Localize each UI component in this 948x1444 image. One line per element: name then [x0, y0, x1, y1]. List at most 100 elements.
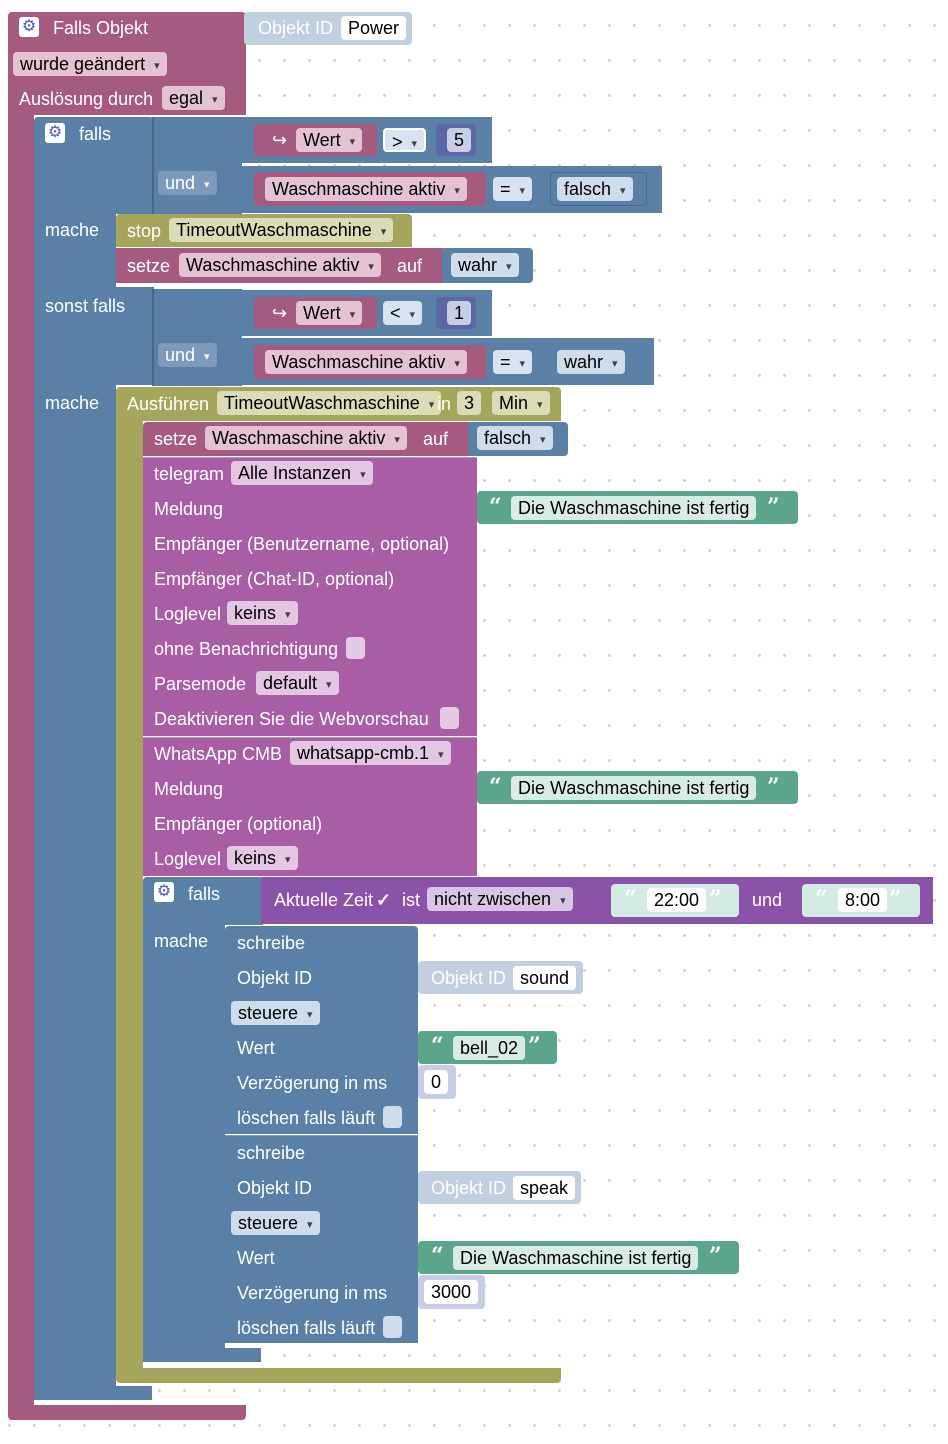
and-block-2[interactable]: [152, 289, 242, 386]
write-clear-checkbox-2[interactable]: [383, 1316, 402, 1338]
stop-timeout-dropdown[interactable]: TimeoutWaschmaschine: [169, 218, 394, 242]
operator-dropdown-1[interactable]: >: [383, 128, 427, 152]
trigger-title: Falls Objekt: [53, 18, 149, 38]
object-id-value-1[interactable]: sound: [513, 966, 577, 990]
arrow-icon: ↪: [272, 130, 288, 150]
gear-icon[interactable]: ⚙: [19, 17, 39, 37]
time-if-footer: [143, 1348, 261, 1362]
telegram-chat-label: Empfänger (Chat-ID, optional): [154, 569, 395, 589]
telegram-label: telegram: [154, 464, 225, 484]
write-mode-dropdown-2[interactable]: steuere: [231, 1211, 320, 1235]
in-label: in: [437, 394, 452, 414]
quote-close-icon: ”: [767, 774, 780, 800]
time-if-label: falls: [188, 884, 221, 904]
if-block-footer: [34, 1386, 152, 1400]
telegram-loglevel-dropdown[interactable]: keins: [227, 601, 298, 625]
telegram-instance-dropdown[interactable]: Alle Instanzen: [231, 461, 373, 485]
whatsapp-loglevel-dropdown[interactable]: keins: [227, 846, 298, 870]
bool-dropdown-4[interactable]: falsch: [477, 426, 553, 450]
whatsapp-loglevel-label: Loglevel: [154, 849, 222, 869]
to-label-1: auf: [397, 256, 423, 276]
telegram-preview-label: Deaktivieren Sie die Webvorschau: [154, 709, 429, 729]
equals-dropdown-2[interactable]: =: [493, 350, 533, 374]
telegram-silent-checkbox[interactable]: [346, 637, 365, 659]
trigger-block-spine: [8, 112, 34, 1407]
telegram-loglevel-label: Loglevel: [154, 604, 222, 624]
current-time-check[interactable]: ✓: [376, 890, 392, 910]
timeout-name-dropdown[interactable]: TimeoutWaschmaschine: [217, 391, 442, 415]
delay-value-1[interactable]: 0: [424, 1070, 449, 1094]
set-variable-dropdown-2[interactable]: Waschmaschine aktiv: [205, 426, 407, 450]
current-time-label: Aktuelle Zeit: [274, 890, 374, 910]
quote-open-icon: “: [431, 1243, 444, 1269]
quote-open-icon: “: [489, 774, 502, 800]
equals-dropdown-1[interactable]: =: [493, 177, 533, 201]
bool-dropdown-2[interactable]: wahr: [451, 253, 519, 277]
quote-close-icon: ”: [709, 1243, 722, 1269]
and-block-1[interactable]: [152, 117, 242, 214]
quote-close-icon: ”: [528, 1033, 541, 1059]
object-id-prefix-1: Objekt ID: [431, 968, 507, 988]
whatsapp-recipient-label: Empfänger (optional): [154, 814, 323, 834]
if-label: falls: [79, 124, 112, 144]
gear-icon[interactable]: ⚙: [45, 123, 65, 143]
time-operator-dropdown[interactable]: nicht zwischen: [427, 887, 573, 911]
variable-dropdown-2[interactable]: Waschmaschine aktiv: [265, 350, 467, 374]
write-delay-label-2: Verzögerung in ms: [237, 1283, 388, 1303]
timeout-value[interactable]: 3: [457, 391, 482, 415]
number-value-1[interactable]: 5: [447, 128, 472, 152]
time-do-label: mache: [154, 931, 209, 951]
write-clear-label-1: löschen falls läuft: [237, 1108, 376, 1128]
value-dropdown-1[interactable]: Wert: [296, 128, 363, 152]
condition-dropdown[interactable]: wurde geändert: [13, 52, 167, 76]
telegram-parsemode-dropdown[interactable]: default: [256, 671, 339, 695]
gear-icon[interactable]: ⚙: [154, 882, 174, 902]
write-value-label-1: Wert: [237, 1038, 275, 1058]
arrow-icon: ↪: [272, 303, 288, 323]
telegram-user-label: Empfänger (Benutzername, optional): [154, 534, 450, 554]
write-mode-dropdown-1[interactable]: steuere: [231, 1001, 320, 1025]
to-label-2: auf: [423, 429, 449, 449]
value-dropdown-2[interactable]: Wert: [296, 301, 363, 325]
stop-label: stop: [127, 221, 162, 241]
set-variable-dropdown-1[interactable]: Waschmaschine aktiv: [179, 253, 381, 277]
write-object-label-2: Objekt ID: [237, 1178, 313, 1198]
write-value-label-2: Wert: [237, 1248, 275, 1268]
number-value-2[interactable]: 1: [447, 301, 472, 325]
time-to-value[interactable]: 8:00: [838, 888, 888, 912]
write-block-1[interactable]: [225, 926, 418, 1134]
trigger-block-footer: [8, 1405, 246, 1420]
and-dropdown-2[interactable]: und: [158, 343, 217, 367]
quote-close-icon: ”: [767, 494, 780, 520]
do-label-2: mache: [45, 393, 100, 413]
bool-dropdown-1[interactable]: falsch: [557, 177, 633, 201]
and-dropdown-1[interactable]: und: [158, 171, 217, 195]
if-block-spine: [34, 210, 116, 1400]
write-clear-checkbox-1[interactable]: [383, 1106, 402, 1128]
telegram-silent-label: ohne Benachrichtigung: [154, 639, 339, 659]
telegram-preview-checkbox[interactable]: [440, 707, 459, 729]
set-label-2: setze: [154, 429, 198, 449]
trigger-by-dropdown[interactable]: egal: [162, 86, 225, 110]
variable-dropdown-1[interactable]: Waschmaschine aktiv: [265, 177, 467, 201]
text-value-4[interactable]: Die Waschmaschine ist fertig: [453, 1246, 699, 1270]
text-value-3[interactable]: bell_02: [453, 1036, 526, 1060]
telegram-parsemode-label: Parsemode: [154, 674, 247, 694]
timeout-unit-dropdown[interactable]: Min: [492, 391, 550, 415]
object-id-value-2[interactable]: speak: [513, 1176, 576, 1200]
telegram-message-label: Meldung: [154, 499, 224, 519]
operator-dropdown-2[interactable]: <: [383, 301, 423, 325]
timeout-block-footer: [116, 1368, 561, 1383]
timeout-block-spine: [116, 420, 143, 1372]
quote-open-icon: “: [815, 886, 828, 912]
delay-value-2[interactable]: 3000: [424, 1280, 479, 1304]
text-value-1[interactable]: Die Waschmaschine ist fertig: [511, 496, 757, 520]
text-value-2[interactable]: Die Waschmaschine ist fertig: [511, 776, 757, 800]
time-from-value[interactable]: 22:00: [647, 888, 707, 912]
write-block-2[interactable]: [225, 1135, 418, 1343]
object-id-value[interactable]: Power: [341, 16, 407, 40]
bool-dropdown-3[interactable]: wahr: [557, 350, 625, 374]
do-label-1: mache: [45, 220, 100, 240]
quote-open-icon: “: [431, 1033, 444, 1059]
whatsapp-instance-dropdown[interactable]: whatsapp-cmb.1: [290, 741, 451, 765]
